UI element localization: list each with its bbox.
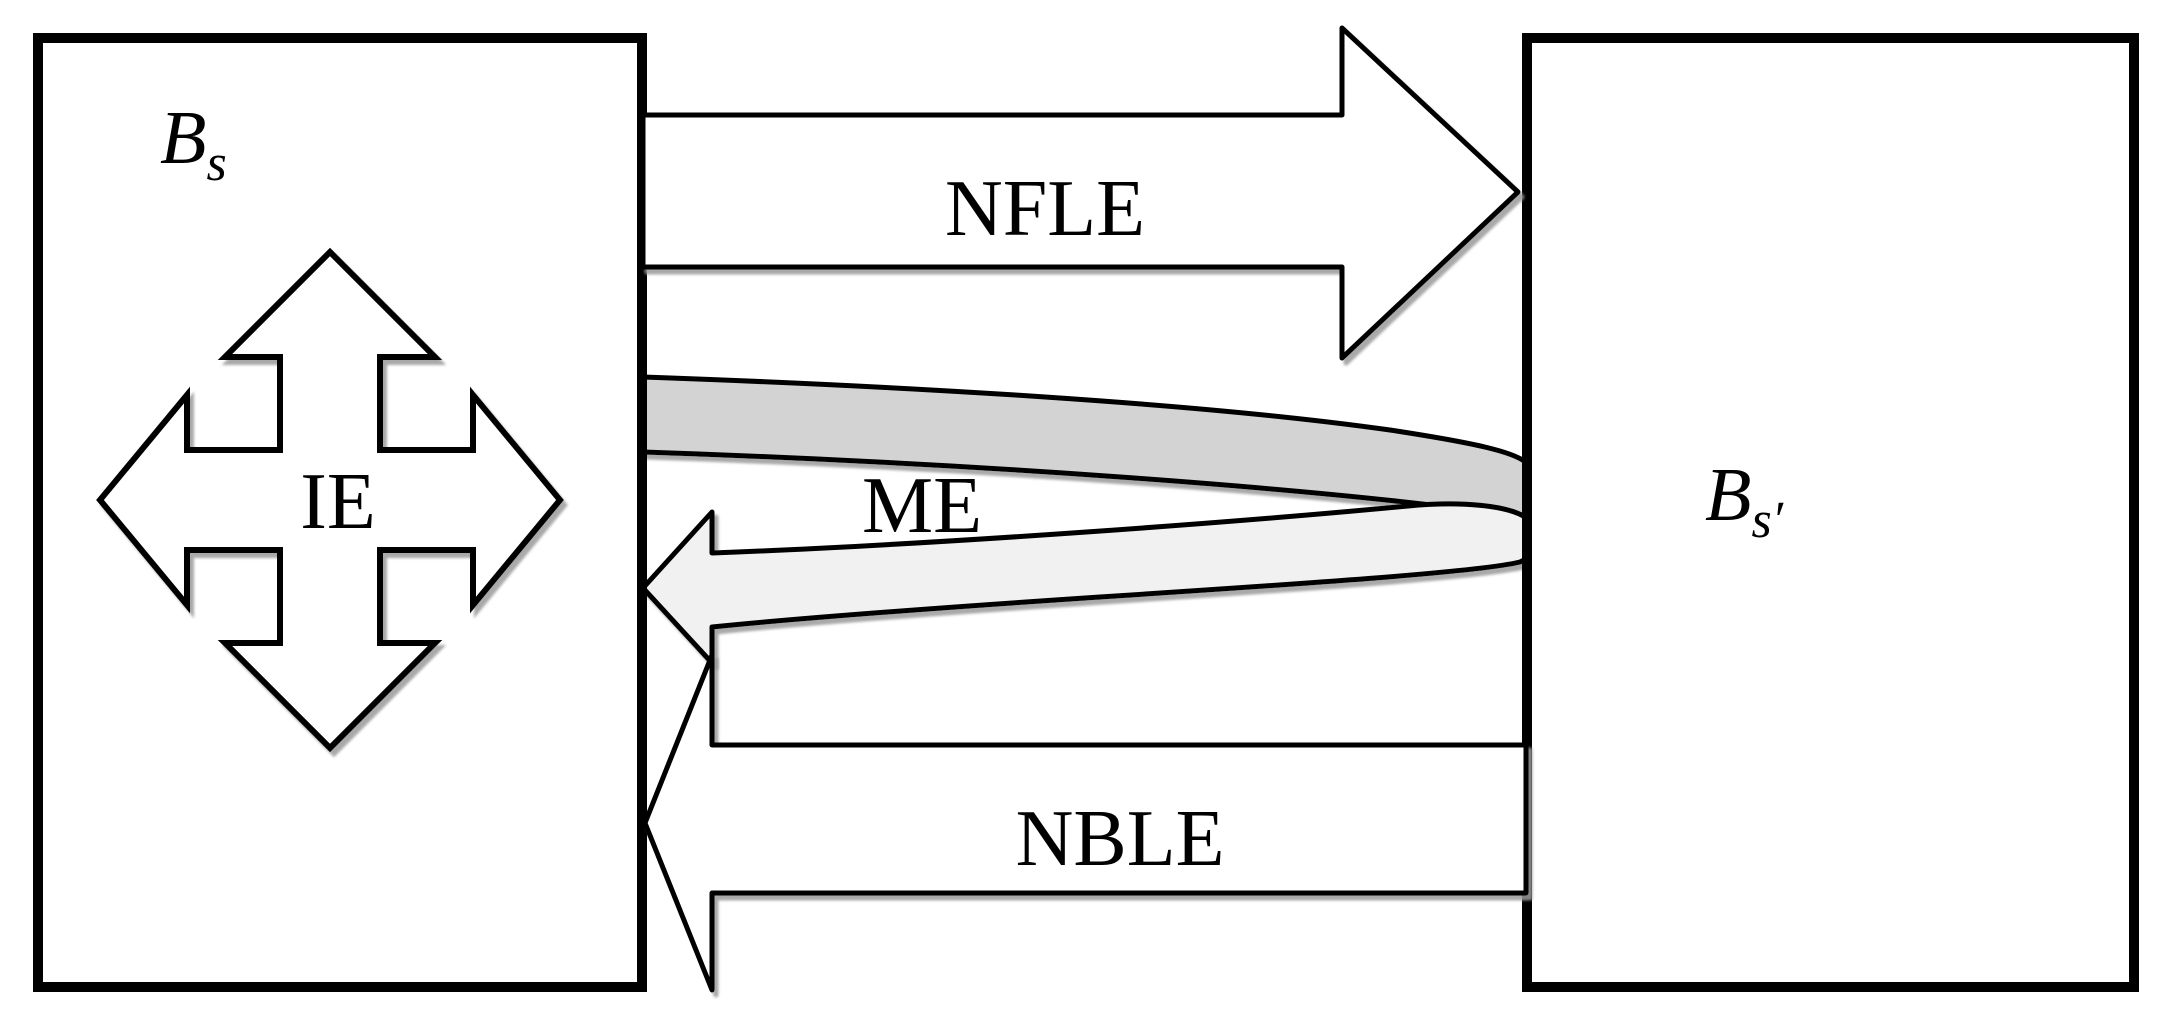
me-arrow-label: ME <box>862 462 982 550</box>
right-box-label-main: B <box>1705 453 1751 537</box>
nfle-arrow <box>640 25 1521 361</box>
left-box-label-subscript: s <box>206 135 226 192</box>
nble-arrow <box>642 652 1529 993</box>
right-box <box>1522 33 2139 992</box>
me-loop-return-band <box>640 501 1542 666</box>
four-way-arrow-shape <box>96 247 564 753</box>
nble-arrow-label: NBLE <box>1016 795 1225 883</box>
me-loop-arrow <box>640 374 1555 666</box>
right-box-label: Bs′ <box>1705 453 1785 549</box>
left-box-label-main: B <box>160 96 206 180</box>
four-way-arrow-label: IE <box>300 458 376 546</box>
four-way-arrow-icon <box>96 247 564 753</box>
nfle-arrow-label: NFLE <box>945 165 1145 253</box>
left-box-label: Bs <box>160 96 227 192</box>
right-box-label-subscript: s′ <box>1751 492 1784 549</box>
